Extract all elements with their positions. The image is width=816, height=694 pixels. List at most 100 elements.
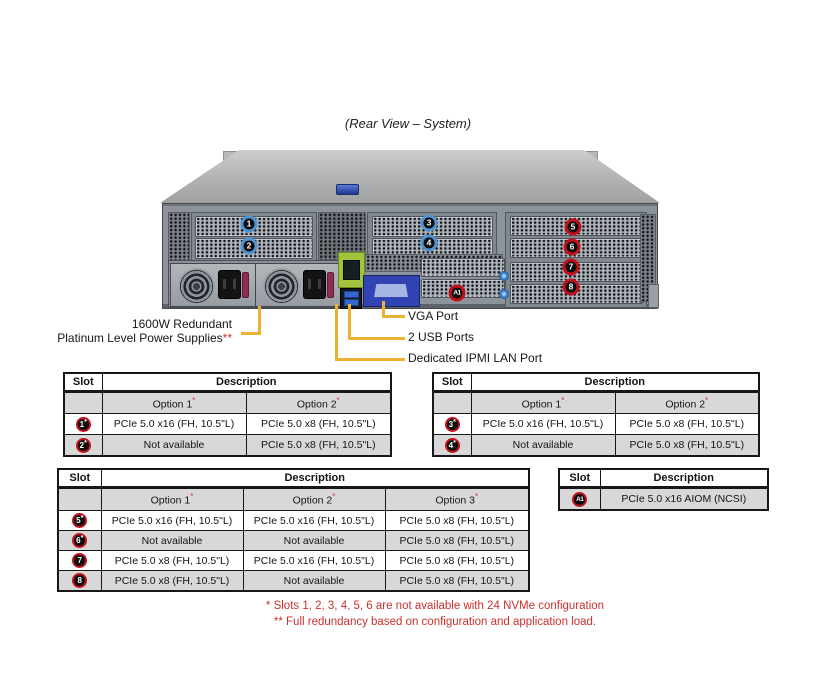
table-cell: Not available: [101, 434, 247, 457]
column-header-description: Description: [100, 468, 530, 489]
slot-badge-cell: A1: [558, 487, 601, 511]
footnote-double-asterisk: ** Full redundancy based on configuratio…: [273, 616, 597, 628]
table-cell: Not available: [242, 530, 386, 551]
psu-footnote-mark: **: [222, 331, 232, 345]
column-header-description: Description: [470, 372, 760, 393]
vga-port: [363, 275, 420, 307]
column-header-slot: Slot: [57, 468, 102, 489]
chassis-top: [160, 150, 660, 203]
slot-badge-8: 8: [72, 573, 88, 588]
table-cell: PCIe 5.0 x16 (FH, 10.5"L): [242, 510, 386, 531]
option-header: Option 1*: [100, 487, 244, 511]
psu-release-lever: [242, 272, 249, 298]
option-header: Option 3*: [384, 487, 530, 511]
pcie-slot-opening-8: [510, 284, 643, 304]
slot-badge-cell: 2*: [63, 434, 103, 457]
usb-port-2: [344, 299, 359, 306]
slot-table-3-4: Slot Description Option 1* Option 2* 3* …: [432, 372, 761, 457]
table-cell: PCIe 5.0 x8 (FH, 10.5"L): [100, 570, 244, 592]
callout-a1: A1: [448, 284, 466, 302]
slot-badge-cell: 3*: [432, 413, 472, 435]
table-cell: Not available: [100, 530, 244, 551]
table-cell: PCIe 5.0 x8 (FH, 10.5"L): [245, 413, 392, 435]
footnote-asterisk: * Slots 1, 2, 3, 4, 5, 6 are not availab…: [265, 600, 605, 612]
option-header: Option 2*: [614, 391, 760, 414]
callout-line-ipmi: [335, 358, 405, 361]
slot-table-5-8: Slot Description Option 1* Option 2* Opt…: [57, 468, 530, 592]
aiom-slot-opening-upper: [421, 258, 505, 277]
callout-line-usb: [348, 304, 351, 340]
slot-badge-2: 2*: [75, 437, 91, 453]
callout-line-vga: [382, 315, 405, 318]
callout-line-ipmi: [335, 304, 338, 361]
table-cell: PCIe 5.0 x16 AIOM (NCSI): [599, 487, 769, 511]
callout-4: 4: [420, 234, 438, 252]
slot-badge-7: 7: [72, 553, 88, 568]
psu-power-inlet: [303, 270, 326, 299]
thumbscrew: [499, 289, 509, 299]
table-cell: PCIe 5.0 x16 (FH, 10.5"L): [242, 550, 386, 571]
column-header-description: Description: [101, 372, 392, 393]
rack-ear-bottom-right: [648, 284, 659, 308]
vga-connector: [374, 284, 408, 297]
table-cell: Not available: [242, 570, 386, 592]
callout-line-vga: [382, 301, 385, 318]
table-cell: PCIe 5.0 x16 (FH, 10.5"L): [100, 510, 244, 531]
table-cell: Not available: [470, 434, 616, 457]
chassis-logo-badge: [336, 184, 359, 195]
power-supply-bay: [168, 260, 342, 308]
table-cell: PCIe 5.0 x8 (FH, 10.5"L): [384, 530, 530, 551]
psu-release-lever: [327, 272, 334, 298]
table-cell: PCIe 5.0 x8 (FH, 10.5"L): [384, 570, 530, 592]
psu-fan: [178, 268, 215, 305]
callout-line-psu: [258, 306, 261, 335]
callout-1: 1: [240, 215, 258, 233]
psu-power-inlet: [218, 270, 241, 299]
usb-port-1: [344, 291, 359, 298]
column-header-description: Description: [599, 468, 769, 489]
slot-badge-cell: 4*: [432, 434, 472, 457]
table-cell: PCIe 5.0 x8 (FH, 10.5"L): [614, 434, 760, 457]
psu-label-line1: 1600W Redundant: [131, 317, 232, 331]
table-cell: PCIe 5.0 x8 (FH, 10.5"L): [100, 550, 244, 571]
psu-label-line2: Platinum Level Power Supplies**: [57, 331, 232, 345]
callout-2: 2: [240, 237, 258, 255]
option-header: Option 2*: [242, 487, 386, 511]
vga-port-label: VGA Port: [408, 309, 459, 323]
slot-table-1-2: Slot Description Option 1* Option 2* 1* …: [63, 372, 393, 457]
vent-grille-right: [640, 214, 656, 302]
slot-badge-cell: 6*: [57, 530, 102, 551]
power-supply-2: [255, 263, 341, 307]
psu-label: 1600W Redundant Platinum Level Power Sup…: [30, 317, 232, 345]
power-supply-1: [170, 263, 256, 307]
slot-badge-5: 5*: [72, 513, 88, 528]
ipmi-lan-port: [338, 252, 365, 288]
callout-3: 3: [420, 214, 438, 232]
option-header: Option 1*: [470, 391, 616, 414]
column-header-slot: Slot: [558, 468, 601, 489]
callout-line-psu: [241, 332, 261, 335]
slot-table-a1: Slot Description A1 PCIe 5.0 x16 AIOM (N…: [558, 468, 769, 511]
table-cell: PCIe 5.0 x16 (FH, 10.5"L): [101, 413, 247, 435]
table-cell: PCIe 5.0 x16 (FH, 10.5"L): [470, 413, 616, 435]
table-cell: PCIe 5.0 x8 (FH, 10.5"L): [384, 550, 530, 571]
callout-7: 7: [562, 258, 580, 276]
callout-5: 5: [564, 218, 582, 236]
slot-badge-cell: 1*: [63, 413, 103, 435]
slot-badge-3: 3*: [444, 416, 460, 432]
server-rear-view-figure: 1 2 3 4 5 6 7 8 A1: [160, 148, 660, 312]
table-cell: PCIe 5.0 x8 (FH, 10.5"L): [245, 434, 392, 457]
psu-fan: [263, 268, 300, 305]
pcie-slot-bay-1-2: [191, 212, 317, 262]
subheader-empty-cell: [57, 487, 102, 511]
slot-badge-cell: 7: [57, 550, 102, 571]
slot-badge-a1: A1: [572, 491, 588, 507]
usb-ports: [340, 288, 362, 309]
table-cell: PCIe 5.0 x8 (FH, 10.5"L): [614, 413, 760, 435]
column-header-slot: Slot: [63, 372, 103, 393]
figure-caption: (Rear View – System): [344, 116, 472, 131]
table-cell: PCIe 5.0 x8 (FH, 10.5"L): [384, 510, 530, 531]
subheader-empty-cell: [432, 391, 472, 414]
column-header-slot: Slot: [432, 372, 472, 393]
